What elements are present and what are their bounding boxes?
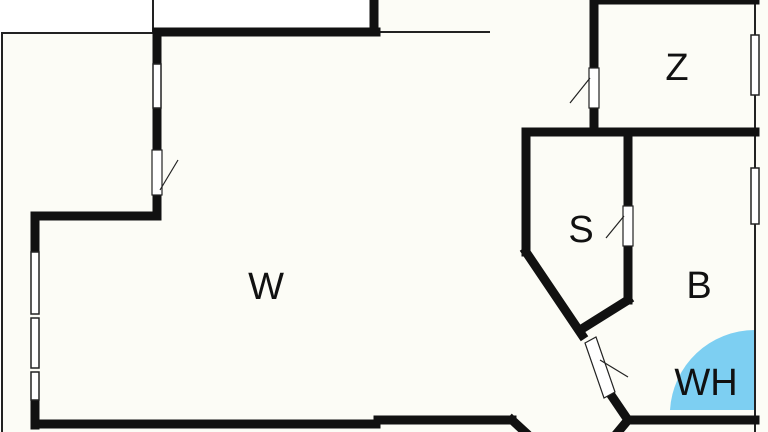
room-label-storage: S	[568, 209, 593, 251]
thick-walls	[30, 0, 760, 432]
door-storage	[605, 205, 634, 247]
window-left-lower	[30, 371, 40, 401]
doors	[151, 67, 634, 399]
window-right-bath	[750, 167, 760, 225]
window-left-middle	[30, 317, 40, 369]
door-living-left	[151, 149, 179, 196]
room-label-bathroom: B	[686, 265, 711, 307]
windows	[30, 34, 760, 401]
exterior-area-top	[153, 0, 375, 30]
room-label-living: W	[248, 266, 284, 308]
room-label-wellness: WH	[674, 362, 737, 404]
door-bathroom	[584, 336, 629, 399]
exterior-area	[0, 0, 153, 30]
window-living-top-left	[152, 63, 162, 109]
room-label-z: Z	[665, 47, 688, 89]
window-right-z	[750, 34, 760, 96]
door-room-z	[569, 67, 600, 109]
window-left-upper	[30, 251, 40, 315]
wellness-area	[670, 329, 755, 410]
